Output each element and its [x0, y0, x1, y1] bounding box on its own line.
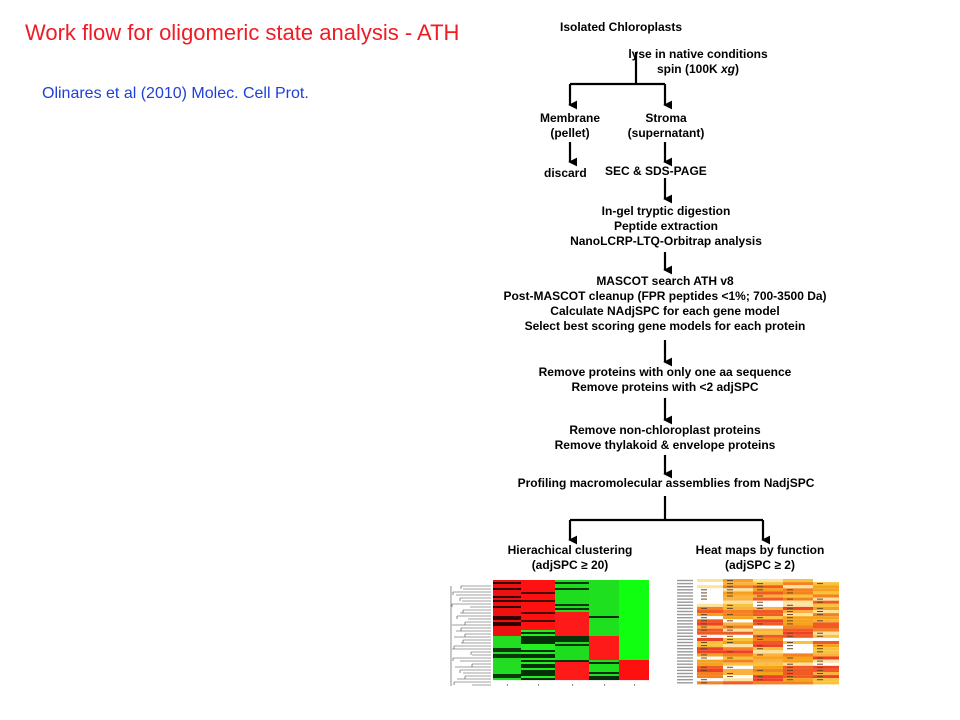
stroma-line-1: Stroma: [645, 111, 687, 125]
digestion-line: In-gel tryptic digestion: [601, 204, 731, 218]
label-mascot-steps: MASCOT search ATH v8 Post-MASCOT cleanup…: [460, 274, 870, 334]
clustering-heatmap-graphic: [447, 578, 653, 690]
remove-line: Remove proteins with <2 adjSPC: [571, 380, 759, 394]
clustering-line-1: Hierachical clustering: [507, 543, 633, 557]
digestion-line: NanoLCRP-LTQ-Orbitrap analysis: [570, 234, 762, 248]
function-heatmap-graphic: [675, 577, 841, 689]
remove-line: Remove proteins with only one aa sequenc…: [538, 365, 792, 379]
label-profiling: Profiling macromolecular assemblies from…: [517, 476, 815, 490]
function-heatmap-image: [675, 577, 841, 689]
heatmap-line-1: Heat maps by function: [695, 543, 825, 557]
label-heat-maps: Heat maps by function (adjSPC ≥ 2): [670, 543, 850, 573]
clustering-heatmap-image: [447, 578, 653, 690]
label-remove-low-evidence: Remove proteins with only one aa sequenc…: [480, 365, 850, 395]
remove-line: Remove non-chloroplast proteins: [569, 423, 761, 437]
label-hierarchical-clustering: Hierachical clustering (adjSPC ≥ 20): [480, 543, 660, 573]
remove-line: Remove thylakoid & envelope proteins: [554, 438, 776, 452]
mascot-line: Select best scoring gene models for each…: [524, 319, 806, 333]
mascot-line: Post-MASCOT cleanup (FPR peptides <1%; 7…: [503, 289, 827, 303]
label-remove-nonchloroplast: Remove non-chloroplast proteins Remove t…: [495, 423, 835, 453]
label-lyse-conditions: lyse in native conditions spin (100K xg): [598, 47, 798, 77]
membrane-line-1: Membrane: [539, 111, 601, 125]
heatmap-line-2: (adjSPC ≥ 2): [725, 558, 795, 572]
citation: Olinares et al (2010) Molec. Cell Prot.: [42, 85, 309, 102]
mascot-line: Calculate NAdjSPC for each gene model: [550, 304, 780, 318]
label-sec-sds-page: SEC & SDS-PAGE: [605, 164, 707, 178]
lyse-line-2: spin (100K xg): [656, 62, 740, 76]
label-digestion-steps: In-gel tryptic digestion Peptide extract…: [516, 204, 816, 249]
label-stroma: Stroma (supernatant): [616, 111, 716, 141]
membrane-line-2: (pellet): [550, 126, 590, 140]
function-cells: [677, 579, 839, 685]
stroma-line-2: (supernatant): [627, 126, 705, 140]
label-membrane: Membrane (pellet): [530, 111, 610, 141]
clustering-line-2: (adjSPC ≥ 20): [531, 558, 609, 572]
mascot-line: MASCOT search ATH v8: [596, 274, 734, 288]
lyse-line-1: lyse in native conditions: [628, 47, 768, 61]
cluster-cells: [493, 580, 649, 681]
dendrogram: [450, 585, 491, 686]
label-discard: discard: [544, 166, 587, 180]
label-isolated-chloroplasts: Isolated Chloroplasts: [560, 20, 683, 34]
slide-title: Work flow for oligomeric state analysis …: [25, 20, 460, 45]
digestion-line: Peptide extraction: [613, 219, 719, 233]
